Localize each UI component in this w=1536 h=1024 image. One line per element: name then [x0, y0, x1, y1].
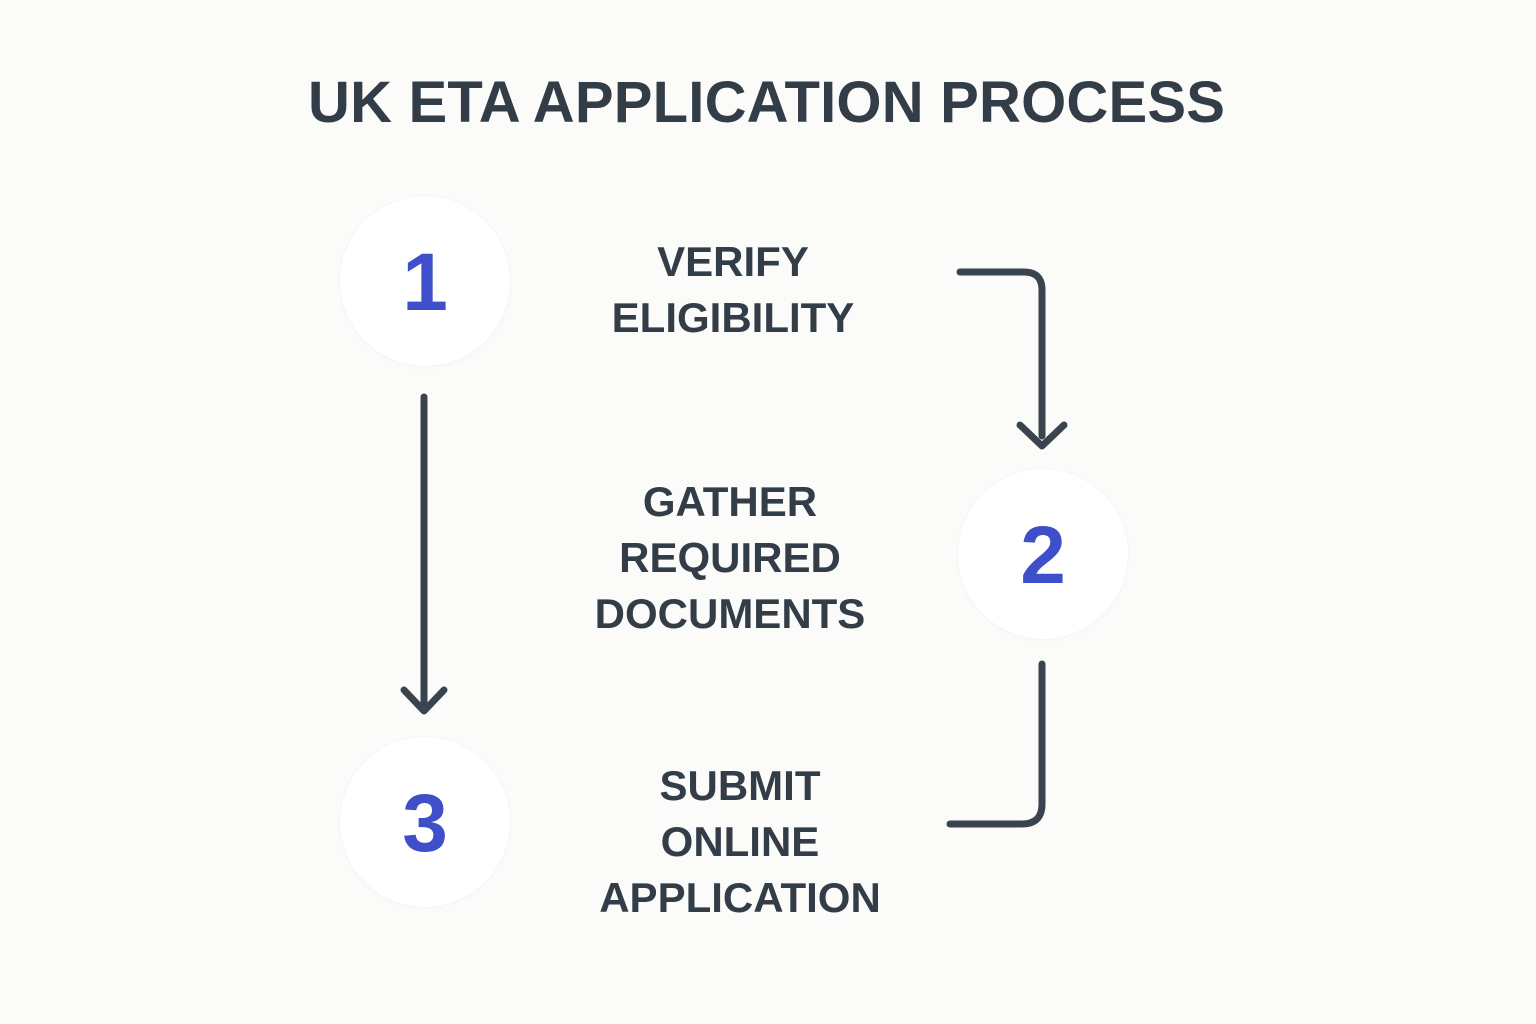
step-number-1: 1 [402, 237, 448, 328]
step-label-gather-required-documents: GATHER REQUIRED DOCUMENTS [594, 478, 866, 637]
step-circle-3: 3 [340, 737, 510, 907]
step-label-verify-eligibility: VERIFY ELIGIBILITY [611, 238, 855, 341]
arrow-1-to-2-shaft [956, 268, 1046, 440]
step-circle-1: 1 [340, 196, 510, 366]
step-number-3: 3 [402, 778, 448, 869]
page-title: UK ETA APPLICATION PROCESS [308, 70, 1226, 135]
step-label-submit-online-application: SUBMIT ONLINE APPLICATION [599, 762, 881, 921]
step-number-2: 2 [1020, 510, 1066, 601]
step-circle-2: 2 [958, 469, 1128, 639]
return-bracket-from-2 [946, 660, 1046, 828]
arrow-1-to-2-head [1016, 421, 1068, 450]
arrow-1-to-3-head [400, 686, 448, 715]
